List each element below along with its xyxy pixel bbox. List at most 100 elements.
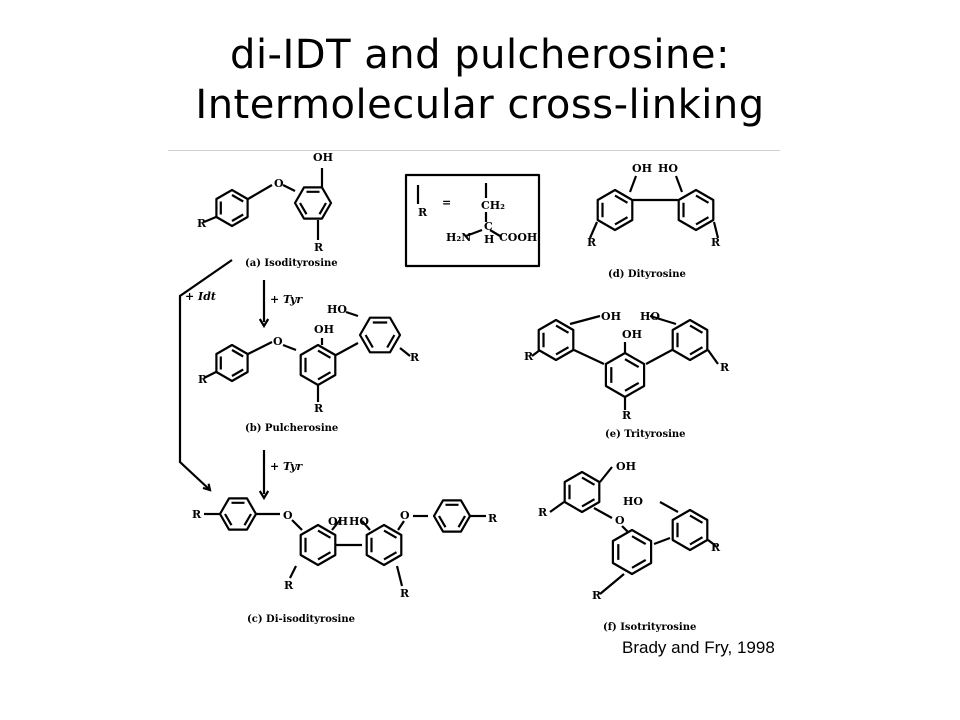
molecule-bonds bbox=[178, 168, 720, 595]
bond-line bbox=[593, 507, 613, 519]
ether-oxygen-label: O bbox=[273, 335, 283, 348]
alpha-carbon-label: C bbox=[484, 220, 493, 233]
caption-dityrosine: (d) Dityrosine bbox=[608, 269, 686, 280]
bond-line bbox=[588, 221, 599, 239]
bond-line bbox=[203, 215, 217, 224]
benzene-ring bbox=[677, 188, 715, 232]
bond-line bbox=[247, 341, 273, 355]
ring-double-bonds bbox=[617, 535, 647, 569]
title-line-1: di-IDT and pulcherosine: bbox=[230, 32, 730, 78]
bond-line bbox=[599, 573, 625, 595]
r-group-label: R bbox=[592, 589, 602, 602]
plus-tyr-label: + Tyr bbox=[270, 293, 303, 306]
bond-line bbox=[628, 175, 638, 193]
benzene-ring bbox=[611, 528, 653, 576]
bond-line bbox=[653, 536, 671, 546]
ring-double-bonds bbox=[219, 349, 244, 377]
equals-sign: = bbox=[442, 196, 451, 209]
hydroxyl-label: HO bbox=[623, 495, 643, 508]
r-group-label: R bbox=[314, 402, 324, 415]
benzene-ring bbox=[596, 188, 634, 232]
ring-double-bonds bbox=[682, 194, 710, 226]
bond-line bbox=[573, 349, 605, 365]
benzene-ring bbox=[358, 316, 402, 354]
bond-line bbox=[335, 342, 359, 356]
plus-tyr-label: + Tyr bbox=[270, 460, 303, 473]
ether-oxygen-label: O bbox=[283, 509, 293, 522]
hydroxyl-label: OH bbox=[632, 162, 652, 175]
arrow-plus-idt bbox=[178, 259, 233, 491]
slide-title: di-IDT and pulcherosine: Intermolecular … bbox=[0, 30, 960, 130]
ring-double-bonds bbox=[676, 324, 704, 356]
r-group-label: R bbox=[622, 409, 632, 422]
ether-oxygen-label: O bbox=[615, 514, 625, 527]
bond-line bbox=[397, 520, 405, 531]
r-group-label: R bbox=[314, 241, 324, 254]
arrow-head bbox=[258, 490, 270, 501]
r-group-label: R bbox=[711, 541, 721, 554]
hydroxyl-label: OH bbox=[314, 323, 334, 336]
benzene-ring bbox=[537, 318, 575, 362]
reaction-labels: + Idt + Tyr + Tyr bbox=[185, 290, 303, 473]
bond-line bbox=[489, 229, 501, 237]
ring-double-bonds bbox=[542, 324, 570, 356]
bond-line bbox=[659, 501, 679, 513]
hydroxyl-label: OH bbox=[313, 151, 333, 164]
bond-line bbox=[531, 349, 541, 357]
bond-line bbox=[707, 539, 717, 547]
caption-trityrosine: (e) Trityrosine bbox=[605, 429, 686, 440]
amine-label: H₂N bbox=[446, 231, 471, 244]
arrow-head bbox=[258, 318, 270, 329]
r-group-label: R bbox=[418, 206, 428, 219]
ring-double-bonds bbox=[610, 358, 640, 392]
ring-double-bonds bbox=[438, 503, 466, 528]
r-group-label: R bbox=[197, 217, 207, 230]
hydroxyl-label: HO bbox=[658, 162, 678, 175]
hydroxyl-label: OH bbox=[622, 328, 642, 341]
ring-double-bonds bbox=[299, 190, 327, 215]
carboxyl-label: COOH bbox=[499, 231, 537, 244]
hydroxyl-label: HO bbox=[640, 310, 660, 323]
bond-line bbox=[712, 221, 720, 239]
bond-line bbox=[674, 175, 684, 193]
r-group-label: R bbox=[538, 506, 548, 519]
bond-line bbox=[549, 501, 565, 513]
bond-line bbox=[621, 525, 629, 533]
bond-line bbox=[282, 343, 297, 352]
hydroxyl-label: HO bbox=[349, 515, 369, 528]
ring-double-bonds bbox=[370, 529, 398, 561]
ring-double-bonds bbox=[304, 529, 332, 561]
ring-double-bonds bbox=[676, 514, 704, 546]
benzene-ring bbox=[215, 188, 249, 228]
bond-line bbox=[331, 519, 341, 531]
r-group-label: R bbox=[587, 236, 597, 249]
r-group-label: R bbox=[524, 350, 534, 363]
atom-labels: R O OH R R O OH HO R R R O OH HO O R R R… bbox=[192, 151, 730, 602]
bond-line bbox=[395, 565, 404, 587]
bond-line bbox=[645, 349, 673, 365]
r-group-label: R bbox=[192, 508, 202, 521]
benzene-ring bbox=[671, 508, 709, 552]
benzene-ring bbox=[215, 343, 249, 383]
hydroxyl-label: HO bbox=[327, 303, 347, 316]
caption-isotrityrosine: (f) Isotrityrosine bbox=[603, 622, 696, 633]
hydrogen-label: H bbox=[484, 233, 494, 246]
title-divider bbox=[168, 150, 780, 151]
ring-double-bonds bbox=[219, 194, 244, 222]
bond-line bbox=[569, 314, 601, 326]
plus-idt-label: + Idt bbox=[185, 290, 216, 303]
hydroxyl-label: OH bbox=[601, 310, 621, 323]
bond-line bbox=[649, 314, 677, 326]
r-group-label: R bbox=[400, 587, 410, 600]
bond-line bbox=[361, 520, 371, 531]
bond-line bbox=[289, 565, 297, 579]
bond-line bbox=[282, 184, 296, 192]
structure-captions: (a) Isodityrosine (b) Pulcherosine (c) D… bbox=[245, 258, 696, 633]
benzene-ring bbox=[299, 523, 337, 567]
r-group-label: R bbox=[711, 236, 721, 249]
r-group-legend-box bbox=[404, 173, 541, 268]
benzene-ring bbox=[365, 523, 403, 567]
ring-double-bonds bbox=[364, 321, 396, 349]
r-group-label: R bbox=[720, 361, 730, 374]
